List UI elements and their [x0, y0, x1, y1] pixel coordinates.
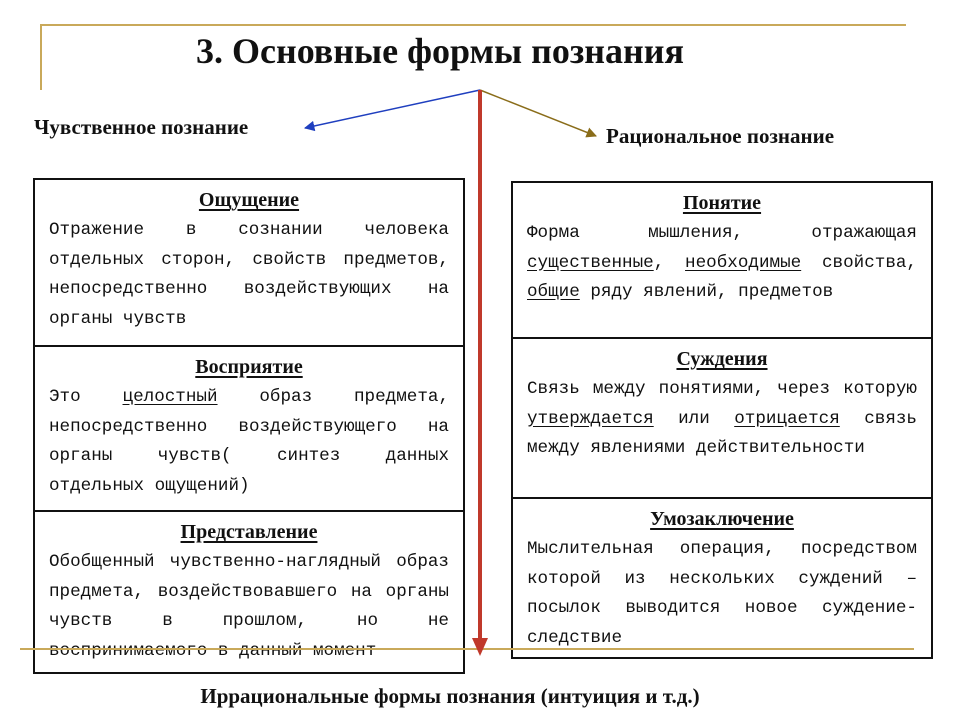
- section-concept: Понятие Форма мышления, отражающая сущес…: [513, 183, 931, 337]
- section-perception: Восприятие Это целостный образ предмета,…: [35, 345, 463, 510]
- section-heading: Представление: [180, 521, 318, 543]
- section-text: Обобщенный чувственно-наглядный образ пр…: [49, 552, 449, 661]
- underlined-term: целостный: [122, 387, 218, 407]
- section-heading: Понятие: [682, 192, 762, 214]
- section-heading: Суждения: [676, 348, 768, 370]
- section-representation: Представление Обобщенный чувственно-нагл…: [35, 510, 463, 672]
- underlined-term: общие: [527, 282, 580, 302]
- arrow-to-rational: [479, 89, 597, 138]
- section-heading: Ощущение: [198, 189, 300, 211]
- page-title: 3. Основные формы познания: [195, 31, 685, 71]
- section-judgement: Суждения Связь между понятиями, через ко…: [513, 337, 931, 497]
- rational-forms-box: Понятие Форма мышления, отражающая сущес…: [511, 181, 933, 659]
- sensory-forms-box: Ощущение Отражение в сознании человека о…: [33, 178, 465, 674]
- decor-line-bottom: [20, 648, 914, 650]
- underlined-term: утверждается: [527, 408, 654, 429]
- underlined-term: необходимые: [685, 252, 802, 273]
- underlined-term: отрицается: [734, 408, 840, 429]
- section-heading: Умозаключение: [650, 508, 794, 530]
- decor-line-top: [40, 24, 906, 26]
- arrow-to-sensory: [303, 89, 481, 132]
- section-inference: Умозаключение Мыслительная операция, пос…: [513, 497, 931, 657]
- section-text: Это целостный образ предмета, непосредст…: [49, 387, 450, 496]
- underlined-term: существенные: [527, 252, 654, 273]
- branch-label-rational: Рациональное познание: [606, 124, 835, 148]
- decor-line-left: [40, 24, 42, 90]
- arrow-head-down-icon: [472, 638, 488, 656]
- section-text: Форма мышления, отражающая существенные,…: [527, 223, 917, 302]
- section-text: Связь между понятиями, через которую утв…: [527, 379, 917, 458]
- footer-irrational-forms: Иррациональные формы познания (интуиция …: [200, 684, 700, 708]
- section-text: Отражение в сознании человека отдельных …: [49, 220, 449, 329]
- section-heading: Восприятие: [195, 356, 303, 378]
- section-text: Мыслительная операция, посредством котор…: [527, 539, 917, 648]
- branch-label-sensory: Чувственное познание: [34, 115, 249, 139]
- section-sensation: Ощущение Отражение в сознании человека о…: [35, 180, 463, 345]
